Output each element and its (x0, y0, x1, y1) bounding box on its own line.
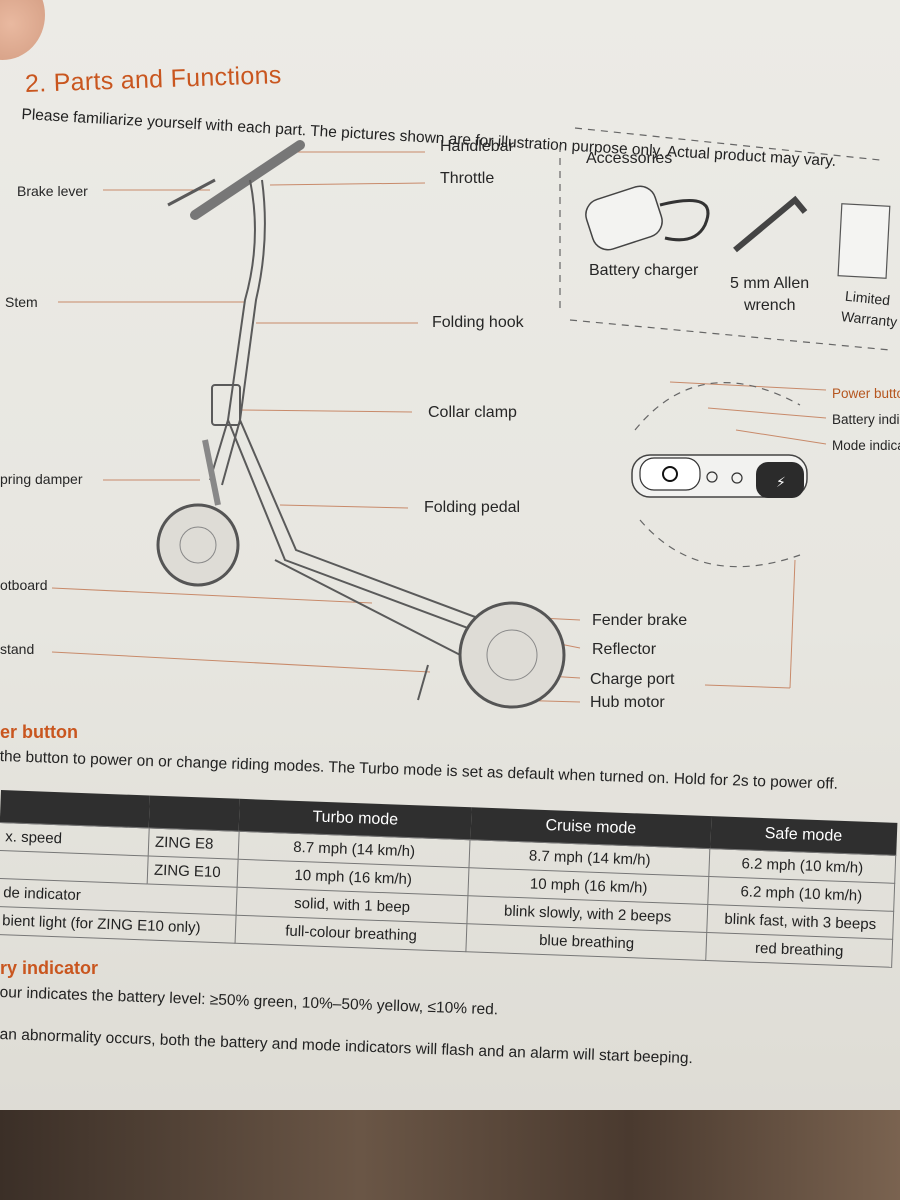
label-charge-port: Charge port (590, 671, 675, 688)
label-folding-hook: Folding hook (432, 314, 524, 331)
label-footboard: otboard (0, 577, 48, 593)
battery-indicator-heading: ry indicator (0, 958, 99, 978)
power-button-heading: er button (0, 722, 78, 742)
wooden-table-background (0, 1110, 900, 1200)
label-fender-brake: Fender brake (592, 612, 688, 629)
table-cell: ZING E10 (146, 855, 238, 888)
label-stem: Stem (5, 294, 38, 310)
svg-text:⚡: ⚡ (776, 475, 786, 491)
table-header (0, 790, 151, 828)
table-cell: red breathing (705, 932, 893, 968)
table-header (149, 795, 241, 832)
label-power-button: Power button (832, 386, 900, 401)
label-folding-pedal: Folding pedal (424, 499, 521, 516)
label-brake-lever: Brake lever (17, 183, 88, 199)
accessories-title: Accessories (586, 150, 673, 167)
label-mode-indicator: Mode indicato (832, 438, 900, 453)
label-throttle: Throttle (440, 170, 495, 187)
label-allen-wrench-1: 5 mm Allen (730, 275, 810, 292)
scooter-diagram: ⚡ (51, 127, 891, 709)
manual-page: 2. Parts and Functions Please familiariz… (0, 0, 900, 1120)
label-hub-motor: Hub motor (590, 694, 665, 711)
label-battery-charger: Battery charger (589, 262, 699, 279)
label-collar-clamp: Collar clamp (428, 404, 517, 421)
table-cell: ZING E8 (148, 827, 239, 860)
label-spring-damper: pring damper (0, 471, 83, 487)
label-handlebar: Handlebar (440, 138, 514, 155)
label-kickstand: stand (0, 641, 35, 657)
label-allen-wrench-2: wrench (744, 297, 796, 314)
label-battery-indicator: Battery indica (832, 412, 900, 427)
mode-table-wrapper: Turbo mode Cruise mode Safe mode x. spee… (0, 790, 899, 1013)
label-reflector: Reflector (592, 641, 657, 658)
